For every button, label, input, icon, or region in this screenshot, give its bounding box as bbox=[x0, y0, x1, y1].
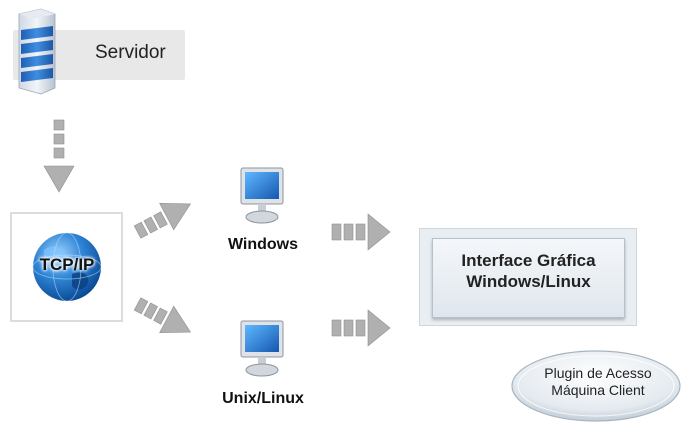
windows-label: Windows bbox=[227, 236, 299, 253]
interface-title-line1: Interface Gráfica bbox=[461, 251, 596, 270]
tcpip-label: TCP/IP bbox=[39, 255, 95, 274]
unix-computer-icon bbox=[240, 320, 284, 377]
server-to-tcpip-arrow bbox=[43, 119, 75, 193]
plugin-label-line1: Plugin de Acesso bbox=[544, 365, 652, 381]
windows-computer-icon bbox=[240, 167, 284, 224]
windows-to-interface-arrow bbox=[331, 213, 391, 251]
interface-panel bbox=[432, 238, 625, 318]
unix-label: Unix/Linux bbox=[222, 390, 304, 407]
plugin-label-line2: Máquina Client bbox=[551, 382, 645, 398]
plugin-label: Plugin de Acesso Máquina Client bbox=[518, 365, 678, 399]
interface-title-line2: Windows/Linux bbox=[466, 272, 591, 291]
tcpip-to-unix-arrow bbox=[133, 297, 192, 333]
unix-to-interface-arrow bbox=[331, 309, 391, 347]
server-label: Servidor bbox=[95, 42, 166, 63]
plugin-ellipse bbox=[511, 350, 681, 422]
tcpip-to-windows-arrow bbox=[133, 203, 192, 239]
interface-title: Interface Gráfica Windows/Linux bbox=[432, 250, 625, 292]
globe-icon bbox=[32, 232, 102, 302]
server-icon bbox=[18, 8, 56, 95]
